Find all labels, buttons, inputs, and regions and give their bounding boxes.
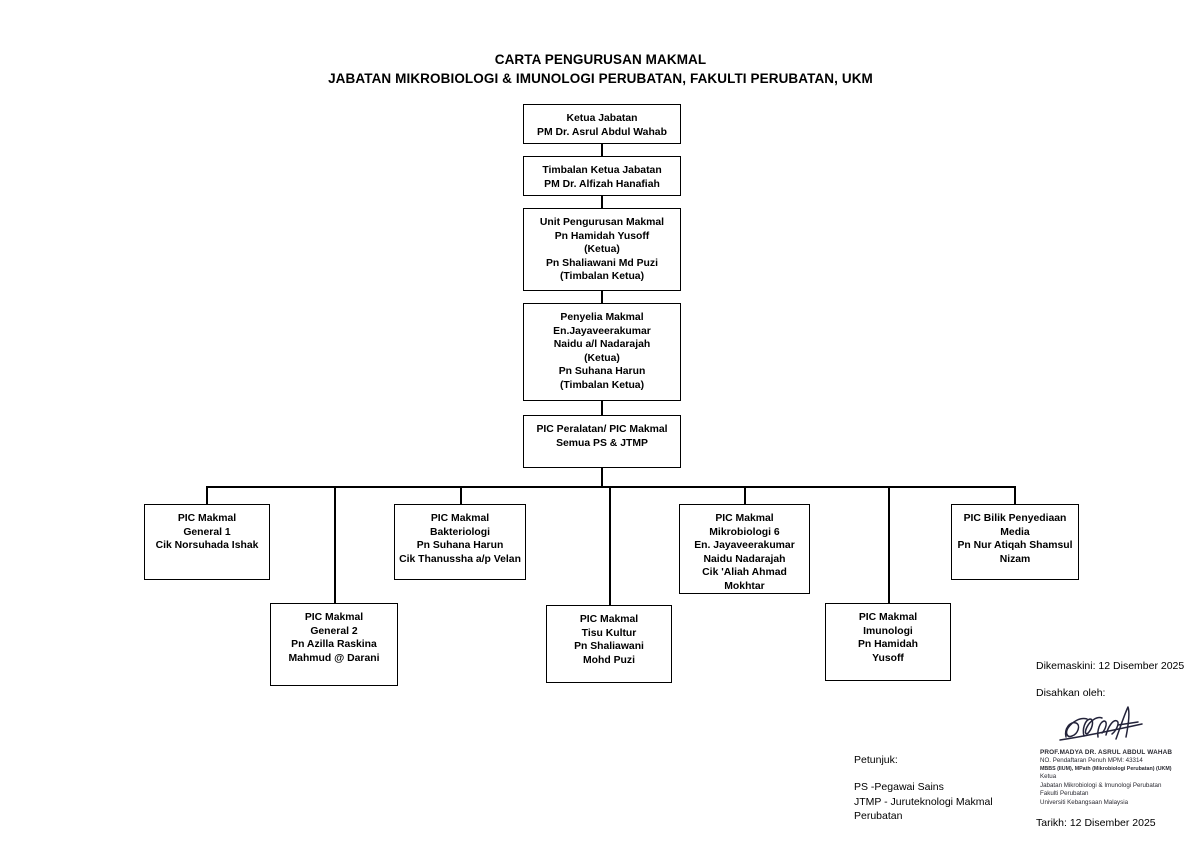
node-line: Imunologi [863,625,913,637]
stamp-department: Jabatan Mikrobiologi & Imunologi Perubat… [1040,781,1162,789]
node-line: Pn Nur Atiqah Shamsul [957,540,1073,552]
node-line: Naidu a/l Nadarajah [553,339,651,351]
connector-drop-mikrobiologi-6 [744,486,746,504]
node-line: PIC Makmal [177,513,237,524]
node-line: Nizam [999,553,1031,565]
node-line: Yusoff [872,652,904,664]
signoff-block: Dikemaskini: 12 Disember 2025 Disahkan o… [1036,659,1196,831]
updated-date: Dikemaskini: 12 Disember 2025 [1036,660,1185,672]
signoff-date: Tarikh: 12 Disember 2025 [1036,817,1156,830]
page-title: CARTA PENGURUSAN MAKMAL JABATAN MIKROBIO… [0,50,1201,88]
node-line: PM Dr. Asrul Abdul Wahab [537,126,667,138]
connector-bus [206,486,1016,488]
node-line: Cik 'Aliah Ahmad [702,567,787,579]
node-unit-pengurusan-makmal[interactable]: Unit Pengurusan Makmal Pn Hamidah Yusoff… [523,208,681,291]
node-pic-makmal-mikrobiologi-6[interactable]: PIC Makmal Mikrobiologi 6 En. Jayaveerak… [679,504,810,594]
stamp-registration: NO. Pendaftaran Penuh MPM: 43314 [1040,757,1143,765]
node-line: Pn Shaliawani Md Puzi [545,257,658,269]
node-line: PM Dr. Alfizah Hanafiah [544,178,660,190]
stamp-position: Ketua [1040,773,1057,781]
legend-row-ps: PS -Pegawai Sains [854,781,944,793]
node-line: General 1 [183,526,231,538]
connector-drop-imunologi [888,486,890,603]
node-timbalan-ketua-jabatan[interactable]: Timbalan Ketua Jabatan PM Dr. Alfizah Ha… [523,156,681,196]
node-line: Pn Suhana Harun [558,366,646,378]
connector-penyelia-to-pic-peralatan [601,401,603,415]
node-line: Pn Hamidah [857,639,919,651]
node-penyelia-makmal[interactable]: Penyelia Makmal En.Jayaveerakumar Naidu … [523,303,681,401]
connector-drop-general-1 [206,486,208,504]
node-line: PIC Makmal [858,612,918,623]
node-ketua-jabatan[interactable]: Ketua Jabatan PM Dr. Asrul Abdul Wahab [523,104,681,144]
node-line: General 2 [310,625,358,637]
node-line: PIC Makmal [579,614,639,625]
node-line: Bakteriologi [429,526,491,538]
node-line: Mahmud @ Darani [288,652,380,664]
legend-petunjuk: Petunjuk: PS -Pegawai Sains JTMP - Jurut… [854,753,1044,824]
node-pic-makmal-tisu-kultur[interactable]: PIC Makmal Tisu Kultur Pn Shaliawani Moh… [546,605,672,683]
node-line: (Timbalan Ketua) [559,379,645,391]
node-line: Cik Thanussha a/p Velan [399,553,521,565]
stamp-name: PROF.MADYA DR. ASRUL ABDUL WAHAB [1040,749,1173,756]
stamp-university: Universiti Kebangsaan Malaysia [1040,798,1129,806]
node-line: Timbalan Ketua Jabatan [542,165,662,176]
node-line: Ketua Jabatan [566,113,638,124]
node-line: Semua PS & JTMP [556,437,648,449]
verified-by-label: Disahkan oleh: [1036,687,1106,699]
node-line: Penyelia Makmal [560,312,644,323]
node-line: Pn Azilla Raskina [291,639,377,651]
legend-heading: Petunjuk: [854,754,898,766]
official-stamp: PROF.MADYA DR. ASRUL ABDUL WAHAB NO. Pen… [1040,749,1196,807]
node-line: PIC Makmal [715,513,774,524]
title-line-2: JABATAN MIKROBIOLOGI & IMUNOLOGI PERUBAT… [328,71,873,86]
node-line: (Ketua) [584,244,620,256]
node-line: Mikrobiologi 6 [709,526,780,538]
node-pic-peralatan-pic-makmal[interactable]: PIC Peralatan/ PIC Makmal Semua PS & JTM… [523,415,681,468]
connector-drop-tisu-kultur [609,486,611,605]
node-line: En. Jayaveerakumar [694,540,795,552]
connector-timbalan-to-unit [601,196,603,208]
node-line: PIC Peralatan/ PIC Makmal [536,424,668,435]
node-line: Naidu Nadarajah [703,553,786,565]
connector-pic-peralatan-drop [601,468,603,487]
node-pic-makmal-imunologi[interactable]: PIC Makmal Imunologi Pn Hamidah Yusoff [825,603,951,681]
node-pic-makmal-general-1[interactable]: PIC Makmal General 1 Cik Norsuhada Ishak [144,504,270,580]
node-line: Mokhtar [724,580,765,592]
node-line: Tisu Kultur [581,627,637,639]
connector-ketua-to-timbalan [601,144,603,158]
connector-drop-penyediaan-media [1014,486,1016,504]
node-line: (Timbalan Ketua) [559,271,645,283]
node-pic-makmal-bakteriologi[interactable]: PIC Makmal Bakteriologi Pn Suhana Harun … [394,504,526,580]
connector-drop-bakteriologi [460,486,462,504]
node-line: Mohd Puzi [583,654,635,666]
legend-row-jtmp: JTMP - Juruteknologi Makmal [854,795,993,808]
node-line: Pn Hamidah Yusoff [554,230,650,242]
title-line-1: CARTA PENGURUSAN MAKMAL [494,52,707,67]
node-line: Cik Norsuhada Ishak [155,540,259,552]
signature-icon [1054,703,1196,747]
node-line: PIC Makmal [304,612,364,623]
connector-drop-general-2 [334,486,336,603]
node-line: En.Jayaveerakumar [553,325,651,337]
legend-rows: PS -Pegawai Sains JTMP - Juruteknologi M… [854,780,1044,824]
node-line: Pn Shaliawani [574,641,644,653]
connector-unit-to-penyelia [601,291,603,303]
node-line: PIC Bilik Penyediaan [963,513,1067,524]
node-line: Unit Pengurusan Makmal [539,217,665,228]
node-line: Pn Suhana Harun [416,540,504,552]
stamp-faculty: Fakulti Perubatan [1040,790,1089,798]
legend-row-jtmp-cont: Perubatan [854,810,903,822]
node-line: PIC Makmal [430,513,490,524]
stamp-qualifications: MBBS (IIUM), MPath (Mikrobiologi Perubat… [1040,766,1172,773]
node-pic-bilik-penyediaan-media[interactable]: PIC Bilik Penyediaan Media Pn Nur Atiqah… [951,504,1079,580]
node-line: (Ketua) [584,352,620,364]
node-pic-makmal-general-2[interactable]: PIC Makmal General 2 Pn Azilla Raskina M… [270,603,398,686]
node-line: Media [1000,526,1030,538]
